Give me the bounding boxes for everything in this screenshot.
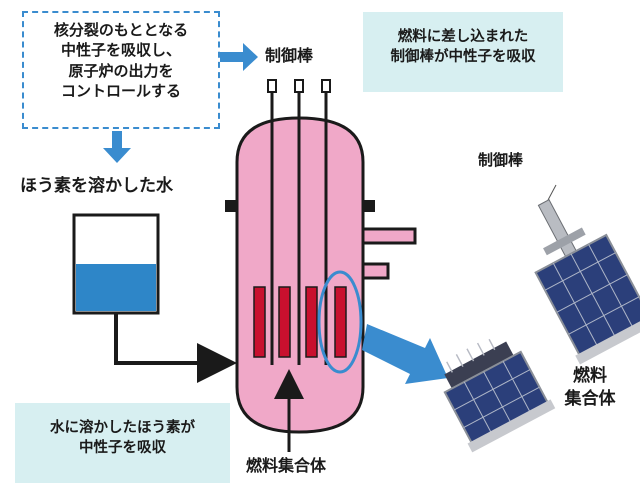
note-top-left-text: 核分裂のもととなる 中性子を吸収し、 原子炉の出力を コントロールする — [22, 20, 220, 101]
vessel-nozzles — [358, 227, 417, 280]
arrow-to-control-rod — [220, 43, 258, 71]
note-line: 制御棒が中性子を吸収 — [390, 48, 536, 65]
note-bottom-left — [15, 403, 230, 483]
label-boron-water: ほう素を溶かした水 — [20, 176, 173, 196]
label-fuel-assembly-bottom: 燃料集合体 — [246, 456, 327, 475]
note-top-right-text: 燃料に差し込まれた 制御棒が中性子を吸収 — [363, 28, 563, 67]
label-fuel-assembly-photo: 燃料 集合体 — [555, 365, 625, 411]
label-control-rod-top: 制御棒 — [265, 46, 314, 65]
arrow-to-boron-water — [103, 131, 131, 163]
water-tank — [72, 213, 160, 315]
note-line: 核分裂のもととなる — [53, 21, 189, 39]
control-rod-caps — [267, 79, 331, 93]
highlight-ellipse — [317, 270, 363, 374]
control-rods — [270, 92, 328, 365]
arrow-to-photo — [362, 324, 448, 384]
fuel-rods — [253, 286, 347, 358]
note-top-left — [22, 11, 220, 129]
fuel-assembly-photo — [443, 184, 640, 453]
note-bottom-left-text: 水に溶かしたほう素が 中性子を吸収 — [15, 419, 230, 458]
note-line: 水に溶かしたほう素が — [50, 420, 195, 436]
note-line: コントロールする — [60, 81, 181, 100]
note-top-right — [363, 12, 563, 92]
note-line: 中性子を吸収 — [79, 439, 166, 456]
note-line: 原子炉の出力を — [68, 61, 174, 80]
label-control-rod-photo: 制御棒 — [478, 151, 524, 169]
label-line: 集合体 — [564, 388, 616, 409]
injection-pipe — [114, 313, 237, 383]
note-line: 燃料に差し込まれた — [397, 29, 529, 45]
label-line: 燃料 — [573, 366, 607, 386]
note-line: 中性子を吸収し、 — [60, 41, 181, 60]
